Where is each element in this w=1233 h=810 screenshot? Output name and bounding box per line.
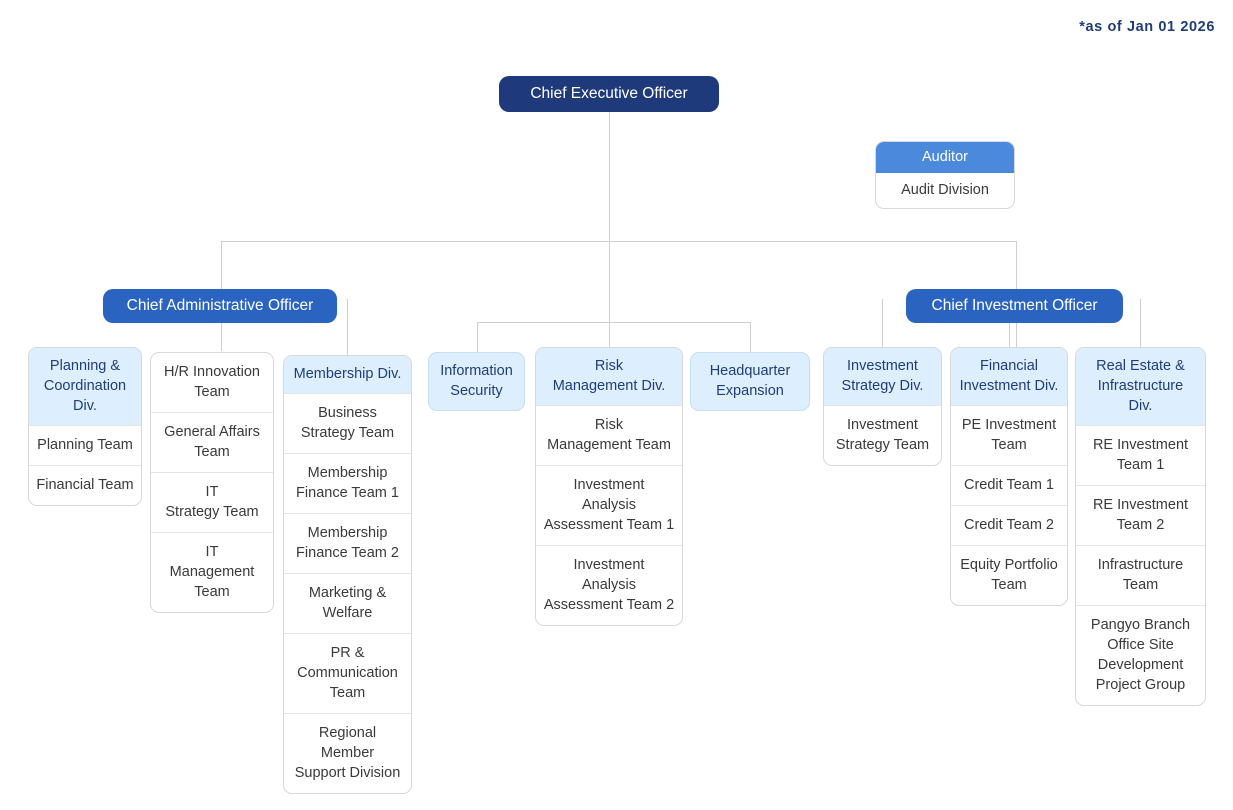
node-chief-investment-officer[interactable]: Chief Investment Officer: [906, 289, 1123, 323]
as-of-date-note: *as of Jan 01 2026: [1079, 19, 1215, 35]
team-item[interactable]: Marketing &Welfare: [284, 573, 411, 633]
connector-top-bus: [221, 241, 1017, 242]
connector-column-drop-6: [1140, 299, 1141, 348]
team-item[interactable]: Credit Team 2: [951, 505, 1067, 545]
team-item[interactable]: Financial Team: [29, 465, 141, 505]
connector-column-drop-1: [347, 299, 348, 356]
auditor-division: Audit Division: [901, 182, 989, 198]
column-header-membership-div: Membership Div.: [284, 356, 411, 393]
team-item[interactable]: Planning Team: [29, 425, 141, 465]
connector-column-drop-3: [750, 322, 751, 353]
connector-ceo-stem: [609, 111, 610, 242]
connector-column-drop-4: [882, 299, 883, 348]
connector-center-stem: [609, 241, 610, 353]
connector-column-drop-2: [477, 322, 478, 353]
node-chief-administrative-officer[interactable]: Chief Administrative Officer: [103, 289, 337, 323]
connector-mid-bus: [477, 322, 751, 323]
auditor-header: Auditor: [876, 142, 1014, 173]
team-item[interactable]: Credit Team 1: [951, 465, 1067, 505]
connector-column-drop-5: [1009, 299, 1010, 348]
node-auditor[interactable]: Auditor Audit Division: [875, 141, 1015, 209]
node-chief-executive-officer[interactable]: Chief Executive Officer: [499, 76, 719, 112]
